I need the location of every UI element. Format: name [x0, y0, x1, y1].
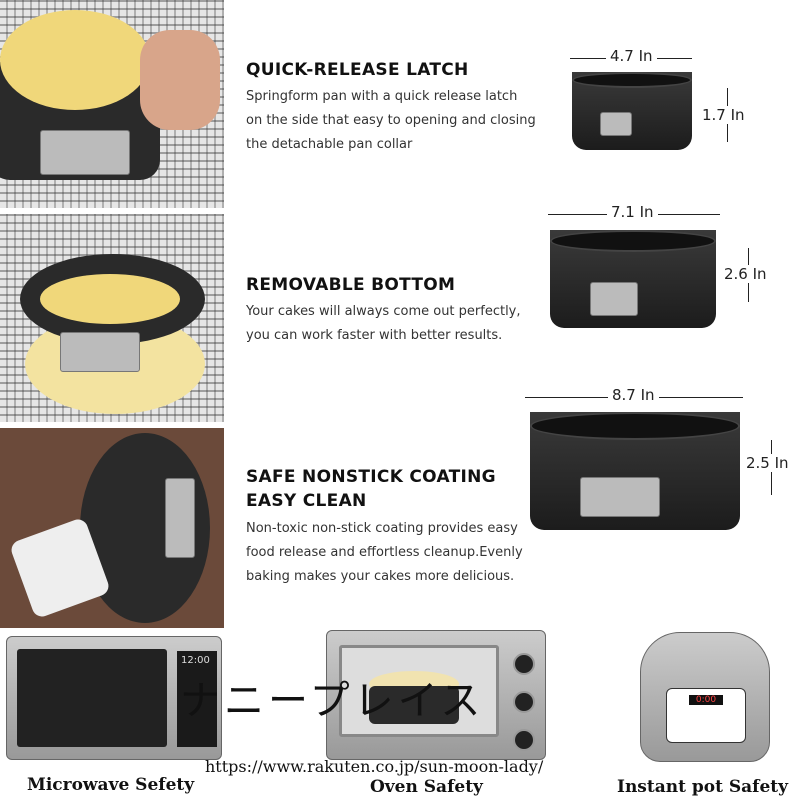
microwave-display: 12:00 [181, 655, 210, 666]
shop-url: https://www.rakuten.co.jp/sun-moon-lady/ [205, 757, 544, 776]
size-small-width: 4.7 In [606, 47, 657, 65]
size-small-height: 1.7 In [700, 106, 747, 124]
instant-pot-image: 0:00 [640, 632, 770, 762]
desc-line: baking makes your cakes more delicious. [246, 569, 515, 584]
feature-desc-latch: Springform pan with a quick release latc… [246, 85, 536, 157]
feature-heading-coating: SAFE NONSTICK COATING EASY CLEAN [246, 465, 496, 513]
size-medium-width: 7.1 In [607, 203, 658, 221]
feature-heading-latch: QUICK-RELEASE LATCH [246, 60, 469, 80]
microwave-label: Microwave Sefety [27, 775, 195, 795]
heading-line: EASY CLEAN [246, 491, 367, 511]
pan-small [572, 72, 692, 150]
desc-line: Non-toxic non-stick coating provides eas… [246, 521, 518, 536]
oven-label: Oven Safety [370, 777, 483, 797]
size-medium-height: 2.6 In [722, 265, 769, 283]
pan-medium [550, 230, 716, 328]
feature-heading-bottom: REMOVABLE BOTTOM [246, 275, 456, 295]
desc-line: on the side that easy to opening and clo… [246, 113, 536, 128]
heading-line: SAFE NONSTICK COATING [246, 467, 496, 487]
desc-line: you can work faster with better results. [246, 328, 503, 343]
oven-image [326, 630, 546, 760]
photo-removable-bottom [0, 214, 224, 422]
microwave-image: 12:00 [6, 636, 222, 760]
desc-line: Springform pan with a quick release latc… [246, 89, 518, 104]
desc-line: food release and effortless cleanup.Even… [246, 545, 523, 560]
pan-large [530, 412, 740, 530]
feature-desc-coating: Non-toxic non-stick coating provides eas… [246, 517, 523, 589]
feature-desc-bottom: Your cakes will always come out perfectl… [246, 300, 521, 348]
desc-line: Your cakes will always come out perfectl… [246, 304, 521, 319]
desc-line: the detachable pan collar [246, 137, 413, 152]
instant-pot-display: 0:00 [689, 695, 723, 705]
size-large-width: 8.7 In [608, 386, 659, 404]
photo-latch-closeup [0, 0, 224, 208]
photo-nonstick [0, 428, 224, 628]
instant-pot-label: Instant pot Safety [617, 777, 789, 797]
watermark-text: ナニープレイス [180, 678, 485, 724]
size-large-height: 2.5 In [744, 454, 791, 472]
